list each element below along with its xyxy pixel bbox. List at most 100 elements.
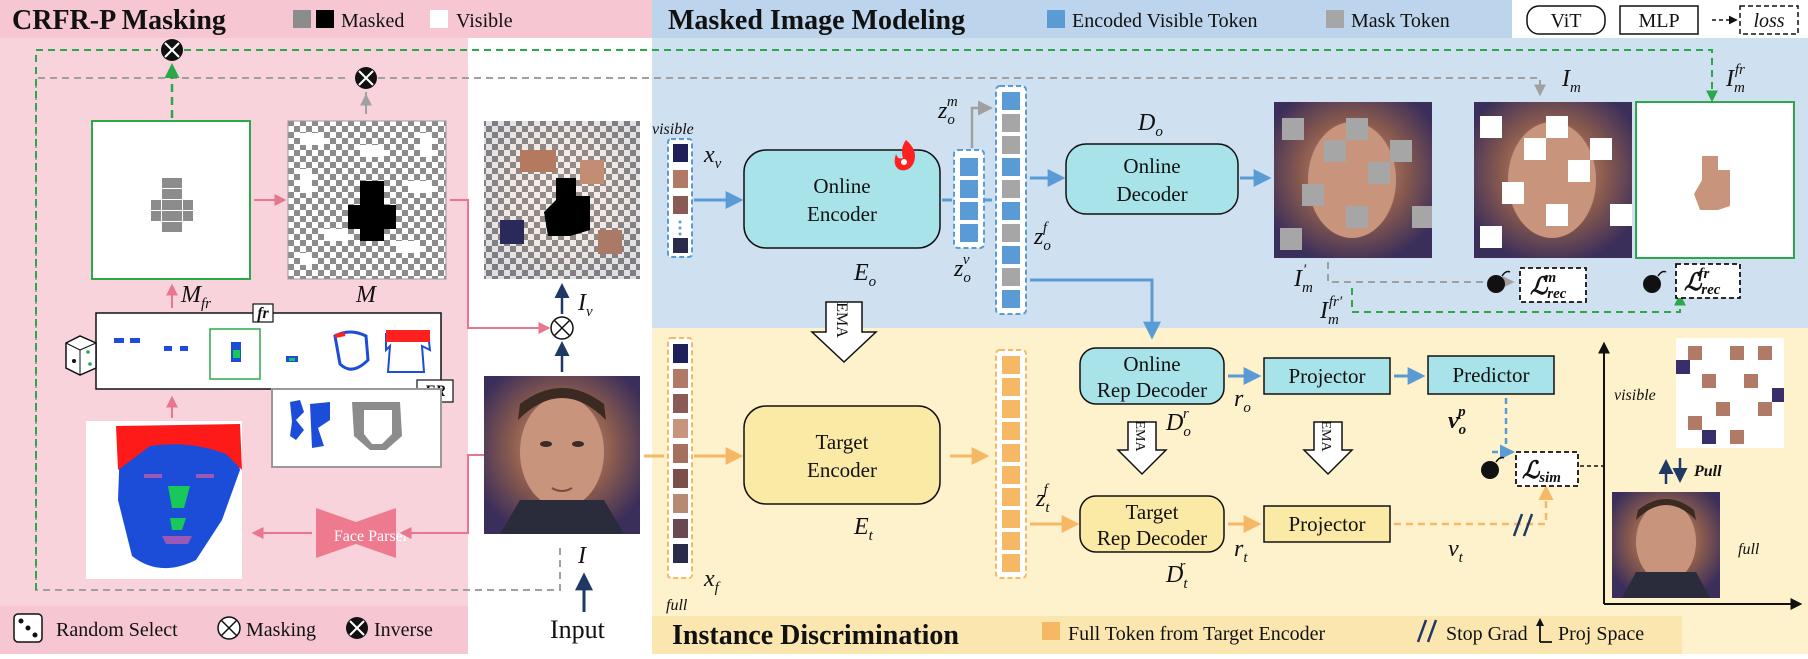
svg-text:ViT: ViT: [1550, 10, 1581, 32]
svg-text:Rep Decoder: Rep Decoder: [1097, 378, 1207, 402]
visible-token-column: [667, 138, 693, 258]
bomb-icon: [1487, 270, 1511, 293]
mim-title: Masked Image Modeling: [668, 5, 965, 36]
image-patch-token: [673, 519, 688, 538]
target-rep-decoder-box: Target Rep Decoder: [1079, 495, 1225, 553]
svg-text:Encoded Visible Token: Encoded Visible Token: [1072, 10, 1258, 32]
image-patch-token: [673, 469, 688, 488]
target-masked-face-image: [1474, 102, 1632, 258]
full-token: [1002, 554, 1020, 572]
ema-arrow-encoder: EMA: [810, 301, 878, 364]
dice-icon: [13, 613, 43, 643]
arrow-input-to-parser: [399, 454, 484, 539]
target-projector-box: Projector: [1263, 505, 1391, 543]
svg-text:Random Select: Random Select: [56, 619, 178, 641]
arrow-recon-to-lrec-m: [1327, 262, 1515, 288]
image-patch-token: [673, 544, 688, 563]
fr-region-box: fr FR: [65, 303, 454, 403]
bomb-icon: [1481, 456, 1505, 479]
ema-arrow-repdecoder: EMA: [1116, 420, 1168, 476]
svg-text:Mask Token: Mask Token: [1351, 10, 1450, 32]
label-D-t-r: Dtr: [1165, 558, 1188, 592]
label-D-o: Do: [1137, 110, 1163, 140]
label-E-t: Et: [853, 514, 874, 544]
encoded-visible-token: [1002, 202, 1020, 220]
mask-token: [1002, 224, 1020, 242]
svg-text:EMA: EMA: [1132, 420, 1147, 452]
svg-text:fr: fr: [257, 305, 269, 322]
svg-text:Target: Target: [1126, 500, 1179, 524]
bomb-icon: [1643, 270, 1667, 293]
predictor-box: Predictor: [1427, 355, 1555, 395]
label-visible-tokens: visible: [652, 121, 694, 138]
legend-encoded-visible-token: Encoded Visible Token: [1047, 10, 1258, 32]
proj-full-face-image: [1612, 492, 1720, 598]
loss-rec-m-box: ℒrecm: [1519, 267, 1587, 303]
full-token: [1002, 466, 1020, 484]
legend-loss: loss: [1712, 5, 1799, 35]
image-patch-token: [673, 444, 688, 463]
svg-text:Encoder: Encoder: [807, 202, 877, 226]
legend-random-select: Random Select: [13, 613, 178, 643]
label-v-o-p: vop: [1448, 404, 1466, 438]
id-footer-bg: [652, 616, 1682, 654]
mask-grid-image: [287, 120, 447, 280]
masking-icon: [550, 316, 574, 340]
mim-header-bg: [652, 0, 1512, 38]
flame-icon: [894, 140, 915, 171]
inverse-icon: [161, 39, 183, 61]
label-r-o: ro: [1234, 386, 1251, 416]
id-title: Instance Discrimination: [672, 620, 959, 651]
stop-grad-mark: [1512, 513, 1534, 537]
arrow-mask-token: [970, 100, 993, 148]
encoded-visible-token: [1002, 158, 1020, 176]
legend-proj-space: Proj Space: [1536, 618, 1644, 645]
legend-masked: Masked: [293, 10, 404, 32]
loss-sim-box: ℒsim: [1515, 451, 1579, 487]
legend-inverse: Inverse: [346, 617, 433, 641]
svg-text:Encoder: Encoder: [807, 458, 877, 482]
online-projector-box: Projector: [1263, 357, 1391, 395]
masking-title: CRFR-P Masking: [12, 5, 226, 36]
mask-token: [1002, 268, 1020, 286]
svg-text:Masked: Masked: [341, 10, 404, 32]
svg-text:Online: Online: [1123, 352, 1180, 376]
target-fr-image: [1635, 101, 1795, 259]
svg-text:Full Token from Target Encoder: Full Token from Target Encoder: [1068, 623, 1325, 645]
image-patch-token: [673, 394, 688, 413]
inverse-icon: [346, 617, 368, 639]
dice-icon: [65, 335, 97, 376]
encoded-visible-token: [1002, 246, 1020, 264]
label-v-t: vt: [1448, 536, 1464, 566]
label-M-fr: Mfr: [180, 282, 211, 312]
legend-visible: Visible: [430, 10, 513, 32]
svg-text:EMA: EMA: [833, 302, 850, 338]
arrow-m-to-masking: [450, 199, 551, 334]
label-I: I: [577, 543, 587, 569]
arrow-recon-to-lrec-fr: [1351, 288, 1686, 313]
svg-text:Target: Target: [816, 430, 869, 454]
label-full-proj: full: [1738, 541, 1760, 558]
online-decoder-box: Online Decoder: [1065, 143, 1239, 215]
masked-face-image: [484, 121, 640, 279]
svg-text:Predictor: Predictor: [1453, 363, 1530, 387]
label-D-o-r: Dor: [1165, 406, 1191, 440]
label-E-o: Eo: [853, 260, 877, 290]
label-I-m-fr: Imfr: [1725, 62, 1745, 96]
full-token: [1002, 488, 1020, 506]
label-I-m-prime: Im′: [1293, 262, 1313, 296]
label-z-o-m: zom: [937, 94, 958, 128]
FR-region-box: [271, 388, 442, 468]
svg-text:MLP: MLP: [1638, 10, 1679, 32]
label-visible-proj: visible: [1614, 387, 1656, 404]
svg-text:Projector: Projector: [1289, 364, 1366, 388]
label-I-m-fr-prime: Imfr′: [1319, 294, 1343, 328]
arrow-vt-to-lsim: [1394, 485, 1554, 526]
label-I-m: Im: [1561, 66, 1581, 96]
image-patch-token: [673, 419, 688, 438]
inverse-icon: [355, 67, 377, 89]
svg-text:Projector: Projector: [1289, 512, 1366, 536]
label-z-t-f: ztf: [1035, 482, 1050, 516]
legend-stop-grad: Stop Grad: [1416, 619, 1528, 645]
